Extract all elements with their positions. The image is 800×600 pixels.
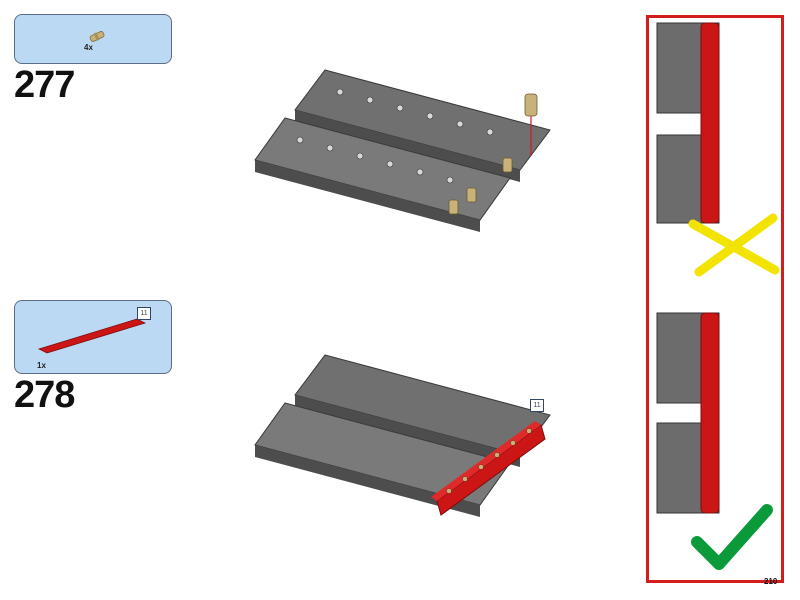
- parts-callout-278: 11 1x: [14, 300, 172, 374]
- tan-axle-pin-icon: [89, 31, 105, 42]
- yellow-cross-icon: [688, 213, 780, 277]
- tread-strip-back: [294, 69, 551, 182]
- parts-callout-277: 4x: [14, 14, 172, 64]
- green-check-icon: [691, 504, 773, 570]
- tan-axle-pin: [524, 93, 538, 117]
- tread-strip-front: [254, 402, 511, 517]
- beam-length-box: 11: [137, 307, 151, 320]
- step-number-277: 277: [14, 64, 75, 106]
- tread-strip-front: [254, 117, 511, 232]
- page-number: 210: [764, 577, 778, 586]
- tread-assembly-277: [254, 69, 551, 232]
- right-example: [656, 312, 720, 514]
- part-quantity: 4x: [84, 43, 93, 52]
- wrong-example: [656, 22, 720, 224]
- tread-assembly-278: [254, 354, 551, 517]
- part-quantity: 1x: [37, 361, 46, 370]
- beam-length-box-model: 11: [530, 399, 544, 412]
- check-panel: [646, 15, 784, 583]
- red-beam-icon: [37, 318, 147, 354]
- step-number-278: 278: [14, 374, 75, 416]
